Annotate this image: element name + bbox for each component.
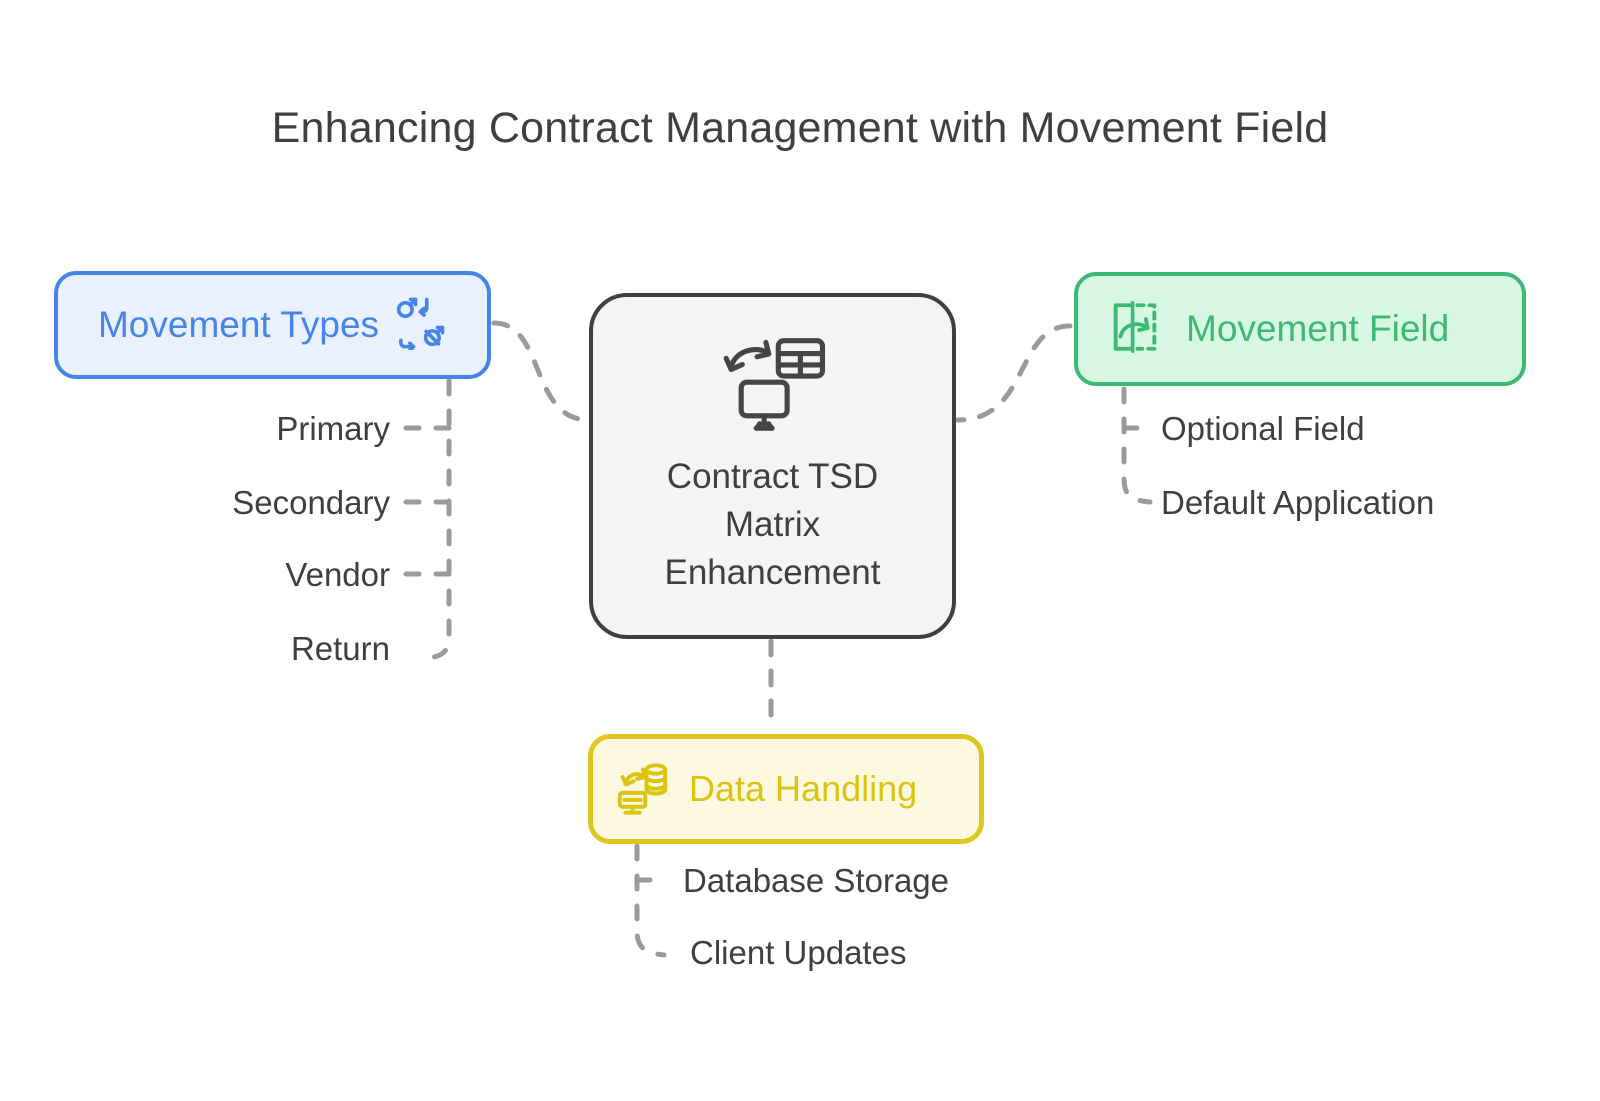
central-node-line-1: Contract TSD [666, 456, 879, 496]
edge-movement-field-trunk [1121, 386, 1153, 505]
edge-center-to-movement-types [491, 320, 592, 423]
central-node[interactable]: Contract TSD Matrix Enhancement [589, 293, 956, 639]
leaf-movement-types-primary: Primary [276, 410, 390, 447]
branch-node-data-handling[interactable]: Data Handling [588, 734, 984, 844]
leaf-data-handling-client-updates: Client Updates [690, 934, 907, 971]
database-monitor-sync-icon [615, 759, 671, 820]
leaf-movement-field-optional-field: Optional Field [1161, 410, 1365, 447]
field-move-panel-icon [1106, 298, 1164, 361]
central-node-label: Contract TSD Matrix Enhancement [665, 453, 881, 597]
edge-data-handling-trunk [634, 843, 667, 958]
central-node-line-3: Enhancement [664, 552, 881, 592]
branch-node-movement-field[interactable]: Movement Field [1074, 272, 1526, 386]
leaf-movement-types-vendor: Vendor [285, 556, 390, 593]
central-node-line-2: Matrix [724, 504, 821, 544]
edge-movement-types-trunk [417, 378, 452, 661]
page-title: Enhancing Contract Management with Movem… [271, 104, 1329, 152]
leaf-movement-types-return: Return [290, 630, 390, 667]
branch-node-movement-types-label: Movement Types [97, 304, 380, 345]
movement-arrows-icon [393, 296, 447, 355]
branch-node-movement-types[interactable]: Movement Types [54, 271, 491, 379]
branch-node-movement-field-label: Movement Field [1186, 308, 1450, 349]
leaf-movement-types-secondary: Secondary [232, 484, 390, 521]
data-transfer-table-monitor-icon [720, 336, 826, 437]
branch-node-data-handling-label: Data Handling [689, 768, 918, 809]
leaf-movement-field-default-application: Default Application [1161, 484, 1435, 521]
leaf-data-handling-database-storage: Database Storage [683, 862, 950, 899]
edge-center-to-movement-field [955, 323, 1073, 423]
